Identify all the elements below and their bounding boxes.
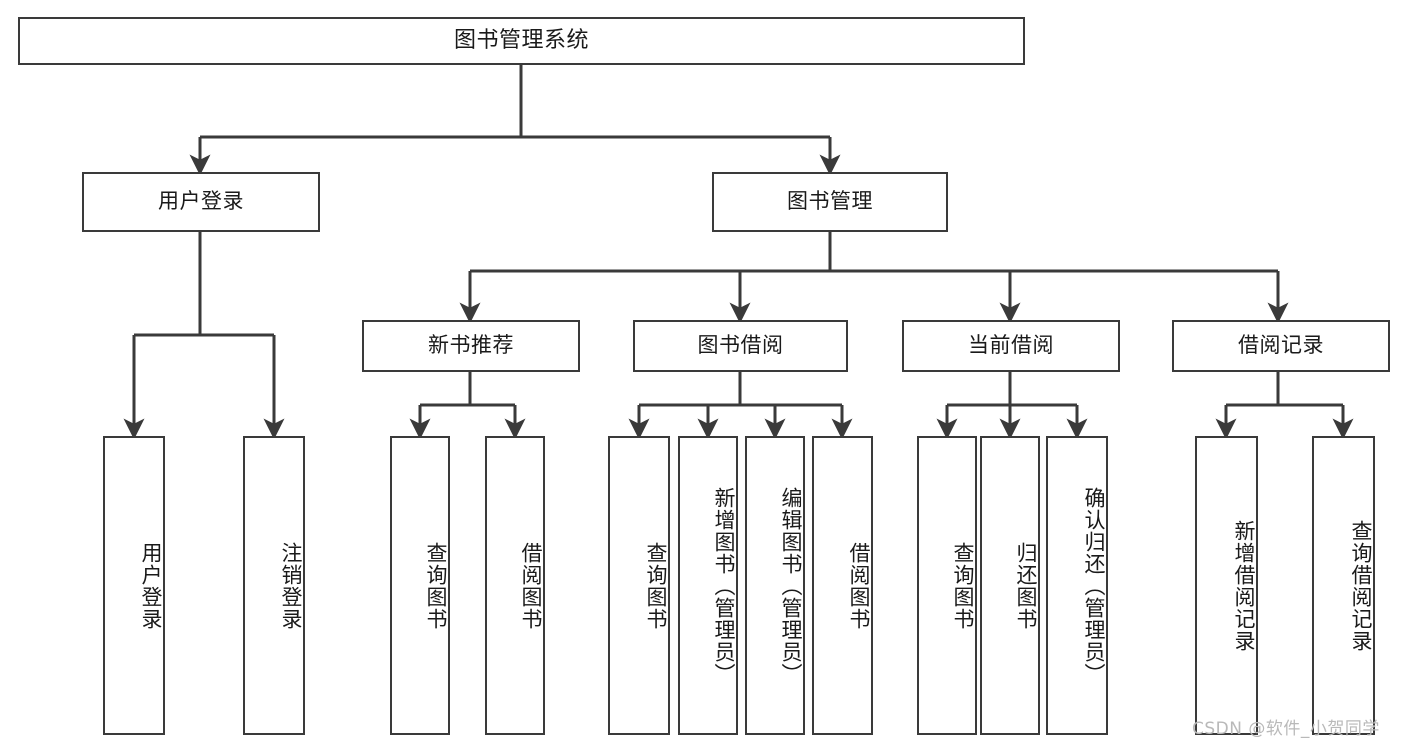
node-leaf-query-record[interactable]: 查询借阅记录: [1312, 436, 1375, 735]
node-leaf-confirm-return[interactable]: 确认归还（管理员）: [1046, 436, 1108, 735]
node-borrow-record[interactable]: 借阅记录: [1172, 320, 1390, 372]
watermark: CSDN @软件_小贺同学: [1192, 719, 1380, 739]
node-leaf-add-book-label: 新增图书（管理员）: [712, 486, 736, 685]
node-leaf-edit-book[interactable]: 编辑图书（管理员）: [745, 436, 805, 735]
node-leaf-return-book[interactable]: 归还图书: [980, 436, 1040, 735]
node-current-borrow-label: 当前借阅: [968, 333, 1054, 358]
node-leaf-query-book-borrow-label: 查询图书: [644, 541, 668, 630]
node-new-book-rec-label: 新书推荐: [428, 333, 514, 358]
node-root[interactable]: 图书管理系统: [18, 17, 1025, 65]
node-new-book-rec[interactable]: 新书推荐: [362, 320, 580, 372]
node-leaf-borrow-book-rec-label: 借阅图书: [519, 541, 543, 630]
node-leaf-query-book-rec[interactable]: 查询图书: [390, 436, 450, 735]
node-leaf-query-record-label: 查询借阅记录: [1349, 519, 1373, 652]
node-leaf-confirm-return-label: 确认归还（管理员）: [1082, 486, 1106, 685]
node-leaf-add-record-label: 新增借阅记录: [1232, 519, 1256, 652]
node-user-login[interactable]: 用户登录: [82, 172, 320, 232]
node-leaf-query-book-cur-label: 查询图书: [951, 541, 975, 630]
node-leaf-add-record[interactable]: 新增借阅记录: [1195, 436, 1258, 735]
node-book-manage-label: 图书管理: [787, 189, 873, 214]
node-leaf-query-book-rec-label: 查询图书: [424, 541, 448, 630]
node-leaf-borrow-book-label: 借阅图书: [847, 541, 871, 630]
node-leaf-edit-book-label: 编辑图书（管理员）: [779, 486, 803, 685]
node-leaf-return-book-label: 归还图书: [1014, 541, 1038, 630]
node-leaf-logout-label: 注销登录: [279, 541, 303, 630]
node-book-borrow[interactable]: 图书借阅: [633, 320, 848, 372]
node-leaf-borrow-book-rec[interactable]: 借阅图书: [485, 436, 545, 735]
node-leaf-query-book-cur[interactable]: 查询图书: [917, 436, 977, 735]
node-leaf-logout[interactable]: 注销登录: [243, 436, 305, 735]
node-leaf-user-login-label: 用户登录: [139, 541, 163, 630]
node-current-borrow[interactable]: 当前借阅: [902, 320, 1120, 372]
node-book-borrow-label: 图书借阅: [697, 333, 784, 358]
node-leaf-query-book-borrow[interactable]: 查询图书: [608, 436, 670, 735]
node-leaf-user-login[interactable]: 用户登录: [103, 436, 165, 735]
node-root-label: 图书管理系统: [453, 27, 589, 53]
node-borrow-record-label: 借阅记录: [1238, 333, 1324, 358]
node-book-manage[interactable]: 图书管理: [712, 172, 948, 232]
node-leaf-borrow-book[interactable]: 借阅图书: [812, 436, 873, 735]
node-user-login-label: 用户登录: [158, 189, 244, 214]
node-leaf-add-book[interactable]: 新增图书（管理员）: [678, 436, 738, 735]
